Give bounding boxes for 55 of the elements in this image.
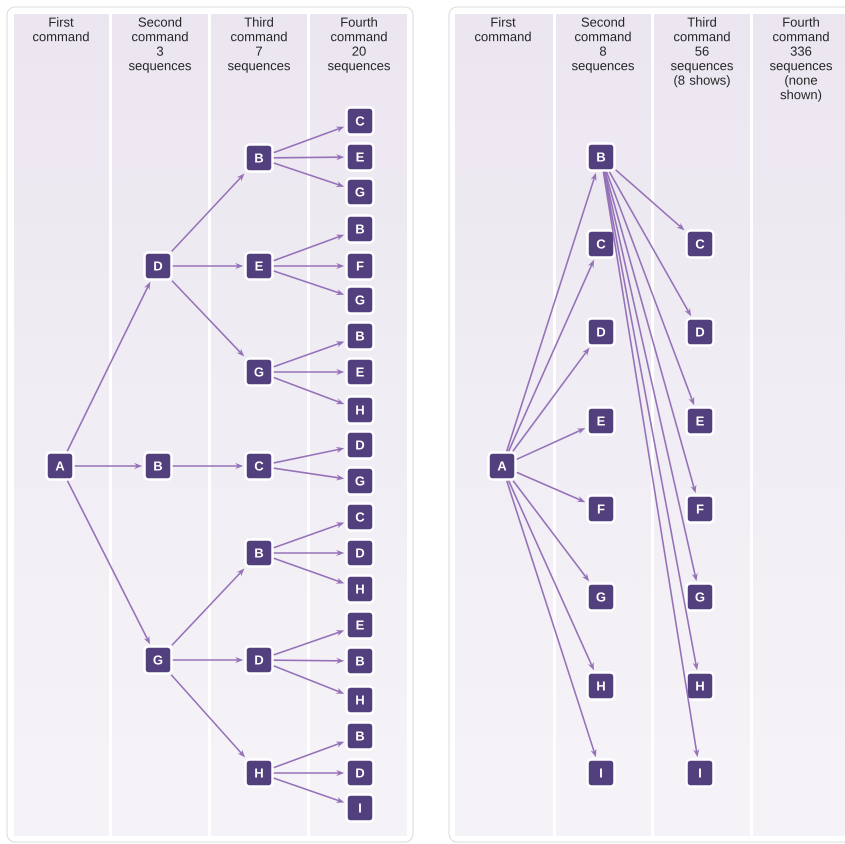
column-header: First command	[33, 17, 89, 42]
column-header: Third command 56 sequences (8 shows)	[670, 17, 733, 88]
letter-box: F	[345, 251, 375, 281]
letter-box: E	[586, 406, 616, 436]
column-header: Second command 8 sequences	[572, 17, 634, 73]
letter-box: C	[345, 106, 375, 136]
letter-box: G	[345, 285, 375, 315]
column-header: Third command 7 sequences	[228, 17, 290, 73]
column-header: First command	[475, 17, 531, 42]
letter-box: B	[143, 451, 173, 481]
letter-box: E	[244, 251, 274, 281]
letter-box: G	[586, 582, 616, 612]
letter-box: D	[345, 538, 375, 568]
letter-box: C	[345, 502, 375, 532]
letter-box: F	[586, 494, 616, 524]
letter-box: G	[345, 177, 375, 207]
letter-box: C	[586, 229, 616, 259]
letter-box: H	[345, 574, 375, 604]
letter-box: G	[685, 582, 715, 612]
letter-box: H	[345, 395, 375, 425]
letter-box: C	[244, 451, 274, 481]
letter-box: D	[586, 317, 616, 347]
letter-box: E	[685, 406, 715, 436]
letter-box: G	[143, 645, 173, 675]
column-header: Fourth command 20 sequences	[328, 17, 390, 73]
letter-box: B	[345, 214, 375, 244]
letter-box: D	[345, 758, 375, 788]
letter-box: H	[345, 685, 375, 715]
letter-box: H	[244, 758, 274, 788]
letter-box: E	[345, 357, 375, 387]
letter-box: A	[487, 451, 517, 481]
letter-box: F	[685, 494, 715, 524]
letter-box: I	[345, 793, 375, 823]
letter-box: D	[345, 430, 375, 460]
letter-box: B	[244, 143, 274, 173]
letter-box: B	[586, 142, 616, 172]
letter-box: D	[143, 251, 173, 281]
letter-box: B	[244, 538, 274, 568]
letter-box: C	[685, 229, 715, 259]
letter-box: B	[345, 321, 375, 351]
letter-box: D	[685, 317, 715, 347]
letter-box: I	[586, 758, 616, 788]
letter-box: G	[345, 466, 375, 496]
letter-box: H	[586, 671, 616, 701]
letter-box: I	[685, 758, 715, 788]
letter-box: A	[45, 451, 75, 481]
column-header: Second command 3 sequences	[128, 17, 191, 73]
letter-box: B	[345, 721, 375, 751]
letter-box: B	[345, 646, 375, 676]
column-header: Fourth command 336 sequences (none shown)	[770, 17, 832, 102]
letter-box: E	[345, 610, 375, 640]
letter-box: D	[244, 645, 274, 675]
letter-box: G	[244, 357, 274, 387]
letter-box: H	[685, 671, 715, 701]
letter-box: E	[345, 142, 375, 172]
